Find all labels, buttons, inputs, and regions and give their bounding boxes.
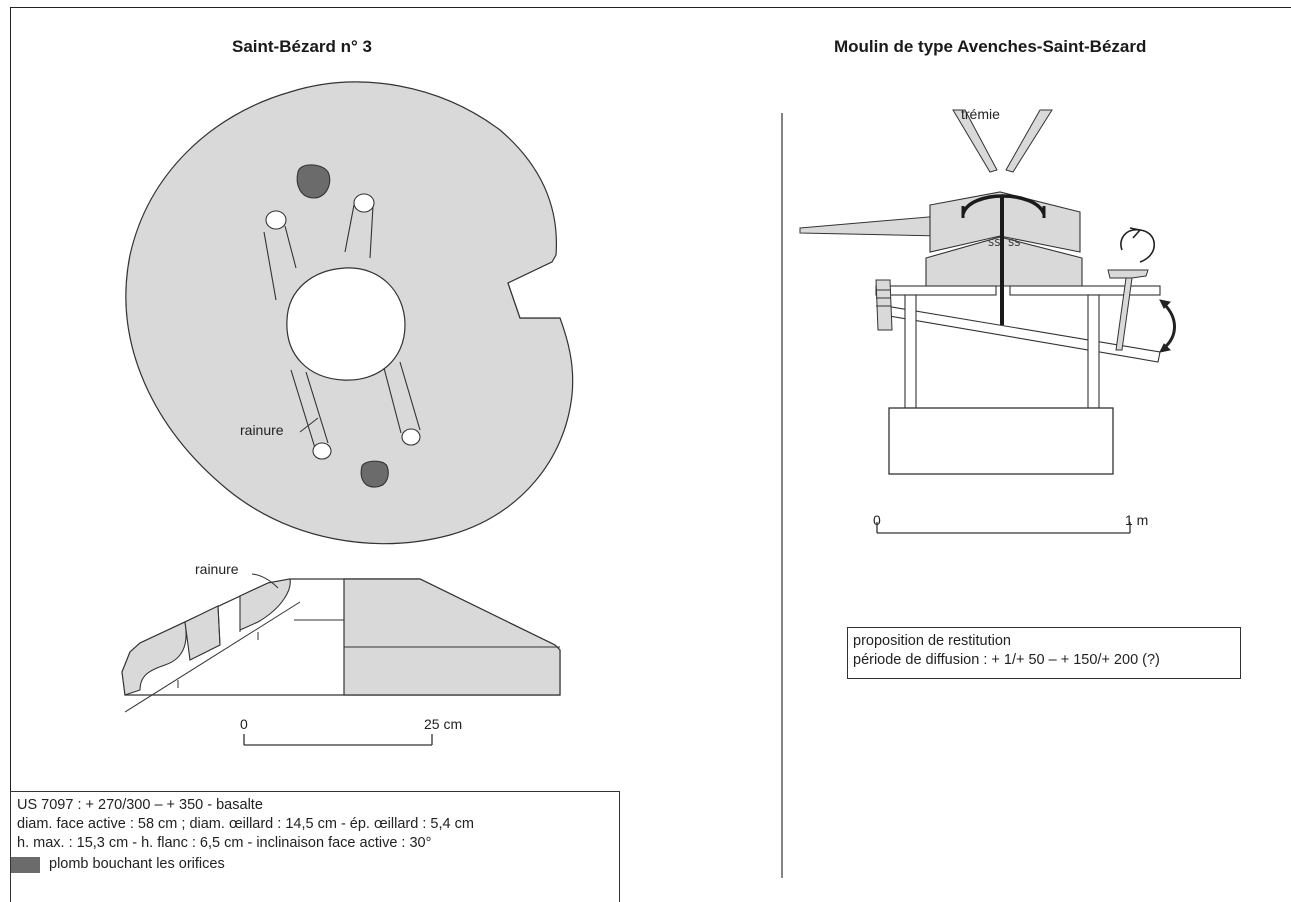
right-scale-end: 1 m — [1125, 512, 1149, 528]
millstone-section-view — [121, 573, 561, 713]
section-groove-band — [239, 578, 291, 631]
right-scale-bar — [876, 522, 1131, 534]
lever-motion-arrow — [1162, 302, 1176, 350]
hole-lower-left — [312, 442, 332, 460]
section-right-half — [343, 578, 561, 696]
legend-lead-label: plomb bouchant les orifices — [49, 856, 225, 872]
hole-lower-right — [401, 428, 421, 446]
central-eye — [286, 267, 406, 381]
restitution-line-2: période de diffusion : + 1/+ 50 – + 150/… — [853, 652, 1160, 668]
table-board-right — [1009, 285, 1161, 296]
left-panel-title: Saint-Bézard n° 3 — [232, 37, 372, 56]
table-board-left — [875, 285, 997, 296]
hole-upper-left — [265, 210, 287, 230]
groove-lower-left — [290, 369, 329, 449]
info-line-2: diam. face active : 58 cm ; diam. œillar… — [17, 816, 474, 832]
left-scale-end: 25 cm — [424, 716, 463, 732]
lead-plug-upper — [296, 164, 331, 199]
rotation-arrow — [1120, 229, 1156, 263]
millstone-plan-view — [125, 81, 574, 545]
lateral-notch — [507, 261, 560, 319]
leg-left — [904, 294, 917, 409]
groove-upper-right — [344, 204, 374, 259]
hopper-right-board — [1005, 109, 1053, 173]
legend-row: plomb bouchant les orifices — [11, 855, 619, 874]
groove-upper-left — [263, 225, 297, 301]
grain-mark-left: ss — [988, 235, 1001, 249]
inclination-line — [124, 601, 301, 713]
frame-top-border — [10, 7, 1291, 8]
lead-plug-lower — [360, 460, 389, 488]
mill-reconstruction: ss ss — [799, 109, 1176, 475]
info-line-3: h. max. : 15,3 cm - h. flanc : 6,5 cm - … — [17, 835, 432, 851]
label-rainure-section: rainure — [195, 561, 239, 577]
section-line-1 — [217, 605, 221, 646]
legend-lead-swatch — [11, 856, 40, 873]
handle-bar — [799, 215, 941, 237]
crank-rod — [1115, 277, 1133, 351]
hole-upper-right — [353, 193, 375, 213]
label-tremie: trémie — [961, 106, 1000, 122]
lever-motion-arrowheads — [1159, 299, 1172, 353]
leg-right — [1087, 294, 1100, 409]
rainure-section-leader — [251, 573, 279, 589]
pivot-rope-wraps — [876, 289, 891, 307]
rotation-arrowhead — [1129, 227, 1142, 239]
right-panel-title: Moulin de type Avenches-Saint-Bézard — [834, 37, 1147, 56]
frame-left-border — [10, 7, 11, 902]
left-info-box: US 7097 : + 270/300 – + 350 - basalte di… — [10, 791, 620, 902]
restitution-line-1: proposition de restitution — [853, 633, 1011, 649]
rainure-leader-line — [299, 417, 319, 433]
left-scale-bar — [243, 734, 433, 746]
base-crate — [888, 407, 1114, 475]
right-scale-start: 0 — [873, 512, 881, 528]
grain-mark-right: ss — [1008, 235, 1021, 249]
lever-pivot-left — [875, 279, 893, 331]
crank-head — [1107, 269, 1149, 279]
lever-bar — [877, 304, 1161, 363]
left-scale-start: 0 — [240, 716, 248, 732]
hopper-left-board — [952, 109, 998, 173]
info-line-1: US 7097 : + 270/300 – + 350 - basalte — [17, 797, 263, 813]
groove-lower-right — [383, 361, 421, 434]
right-info-box: proposition de restitution période de di… — [847, 627, 1241, 679]
label-rainure-plan: rainure — [240, 422, 284, 438]
